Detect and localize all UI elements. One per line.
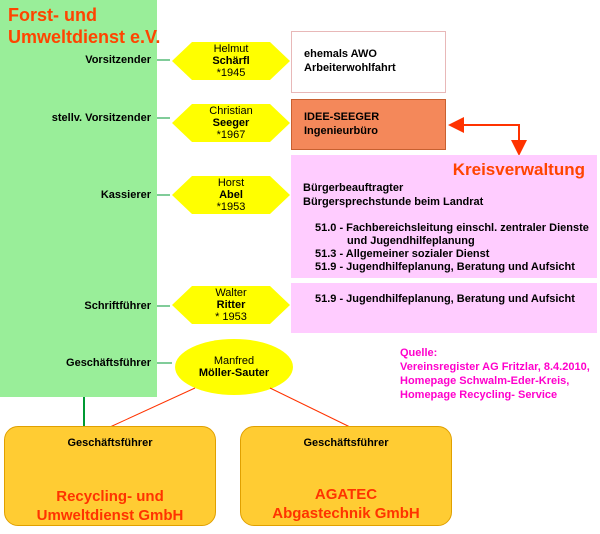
role-stellv-vorsitzender: stellv. Vorsitzender xyxy=(51,112,151,124)
person-first-name: Horst xyxy=(217,177,245,189)
kreis-title: Kreisverwaltung xyxy=(452,160,585,179)
idee-seeger-box: IDEE-SEEGER Ingenieurbüro xyxy=(291,99,446,150)
awo-box: ehemals AWO Arbeiterwohlfahrt xyxy=(291,31,446,93)
person-hexagon-1 xyxy=(172,42,290,80)
person-4: Walter Ritter * 1953 xyxy=(156,285,306,325)
person-first-name: Walter xyxy=(215,287,247,299)
company-name-line2: Umweltdienst GmbH xyxy=(36,507,184,524)
person-last-name: Möller-Sauter xyxy=(198,367,270,379)
person-last-name: Ritter xyxy=(216,299,246,311)
org-panel xyxy=(0,0,157,397)
person-1: Helmut Schärfl *1945 xyxy=(156,41,306,81)
role-geschaeftsfuehrer: Geschäftsführer xyxy=(66,357,151,369)
person-hexagon-3 xyxy=(172,176,290,214)
person-first-name: Christian xyxy=(209,105,253,117)
person-born: *1945 xyxy=(216,67,246,79)
person-2: Christian Seeger *1967 xyxy=(156,103,306,143)
quelle-line1: Vereinsregister AG Fritzlar, 8.4.2010, xyxy=(400,361,590,373)
company-name-line1: AGATEC xyxy=(314,486,378,503)
connector-manfred-left xyxy=(109,387,196,428)
connector-manfred-right xyxy=(269,387,351,428)
idee-line1: IDEE-SEEGER xyxy=(304,111,380,123)
company-role: Geschäftsführer xyxy=(303,437,389,449)
kreis-line1: Bürgerbeauftragter xyxy=(303,182,404,194)
idee-line2: Ingenieurbüro xyxy=(304,125,378,137)
quelle-label: Quelle: xyxy=(400,347,438,359)
org-title-line1: Forst- und xyxy=(8,5,97,25)
person-last-name: Seeger xyxy=(212,117,250,129)
company-name-line2: Abgastechnik GmbH xyxy=(272,505,420,522)
person-ellipse-5 xyxy=(175,339,293,395)
kreisverwaltung-box-2: 51.9 - Jugendhilfeplanung, Beratung und … xyxy=(291,283,597,333)
kreis-line2: Bürgersprechstunde beim Landrat xyxy=(303,196,484,208)
person-hexagon-2 xyxy=(172,104,290,142)
org-title-line2: Umweltdienst e.V. xyxy=(8,27,161,47)
arrow-idee-to-kreis xyxy=(470,124,527,156)
awo-line2: Arbeiterwohlfahrt xyxy=(304,62,396,74)
person-last-name: Schärfl xyxy=(212,55,250,67)
quelle-line2: Homepage Schwalm-Eder-Kreis, xyxy=(400,375,570,387)
person-born: *1967 xyxy=(216,129,246,141)
person-5: Manfred Möller-Sauter xyxy=(159,352,309,382)
person-last-name: Abel xyxy=(219,189,243,201)
company-name-line1: Recycling- und xyxy=(56,488,164,505)
kreis-item3: 51.9 - Jugendhilfeplanung, Beratung und … xyxy=(315,261,575,273)
kreisverwaltung-box: Kreisverwaltung Bürgerbeauftragter Bürge… xyxy=(291,155,597,278)
org-title: Forst- und Umweltdienst e.V. xyxy=(8,4,168,48)
quelle-line3: Homepage Recycling- Service xyxy=(400,389,558,401)
idee-box-text: IDEE-SEEGER Ingenieurbüro xyxy=(304,110,379,138)
company-agatec-box: Geschäftsführer AGATEC Abgastechnik GmbH xyxy=(240,426,452,526)
kreis-item1b: und Jugendhilfeplanung xyxy=(347,235,475,247)
person-first-name: Helmut xyxy=(213,43,249,55)
awo-box-text: ehemals AWO Arbeiterwohlfahrt xyxy=(304,47,396,75)
role-kassierer: Kassierer xyxy=(100,189,151,201)
kreis-item1a: 51.0 - Fachbereichsleitung einschl. zent… xyxy=(315,222,589,234)
kreis-item2: 51.3 - Allgemeiner sozialer Dienst xyxy=(315,248,490,260)
quelle-text: Quelle: Vereinsregister AG Fritzlar, 8.4… xyxy=(400,346,600,402)
kreis-item4: 51.9 - Jugendhilfeplanung, Beratung und … xyxy=(315,293,575,305)
person-born: * 1953 xyxy=(215,311,247,323)
person-first-name: Manfred xyxy=(213,355,255,367)
role-schriftfuehrer: Schriftführer xyxy=(84,300,151,312)
person-born: *1953 xyxy=(216,201,246,213)
company-recycling-box: Geschäftsführer Recycling- und Umweltdie… xyxy=(4,426,216,526)
awo-line1: ehemals AWO xyxy=(304,48,377,60)
role-vorsitzender: Vorsitzender xyxy=(85,54,151,66)
person-3: Horst Abel *1953 xyxy=(156,175,306,215)
person-hexagon-4 xyxy=(172,286,290,324)
company-role: Geschäftsführer xyxy=(67,437,153,449)
